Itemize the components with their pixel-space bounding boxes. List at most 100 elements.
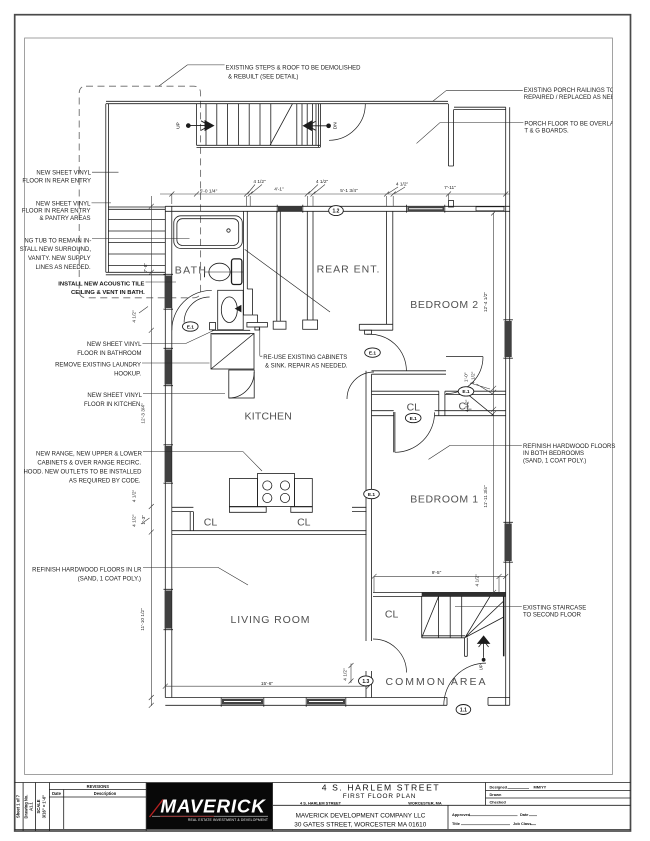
svg-text:& REBUILT (SEE DETAIL): & REBUILT (SEE DETAIL) [228,75,298,81]
svg-text:Title: Title [452,821,461,826]
svg-text:PORCH FLOOR TO BE OVERLAID WIT: PORCH FLOOR TO BE OVERLAID WITH [524,121,636,127]
svg-text:Job Class: Job Class [513,821,531,826]
svg-text:EXISTING STEPS & ROOF TO BE DE: EXISTING STEPS & ROOF TO BE DEMOLISHED [226,65,361,71]
svg-text:Drawing No.: Drawing No. [24,795,29,819]
svg-text:4 1/2": 4 1/2" [132,490,138,503]
svg-text:SCALE: SCALE [36,799,41,813]
svg-text:Designed: Designed [490,784,508,789]
svg-text:REFINISH HARDWOOD FLOORS IN LR: REFINISH HARDWOOD FLOORS IN LR [32,567,142,573]
svg-text:1.1: 1.1 [460,707,467,713]
svg-text:REVISIONS: REVISIONS [87,784,110,789]
svg-text:1'-0": 1'-0" [464,372,470,382]
svg-text:12'-4 1/2": 12'-4 1/2" [483,292,489,313]
svg-text:VANITY. NEW SUPPLY: VANITY. NEW SUPPLY [28,256,91,262]
svg-text:REFINISH HARDWOOD FLOORS: REFINISH HARDWOOD FLOORS [523,444,615,450]
svg-text:CL: CL [458,401,472,413]
svg-text:RE-USE EXISTING CABINETS: RE-USE EXISTING CABINETS [263,355,347,361]
svg-text:7'-11": 7'-11" [444,185,456,191]
svg-text:CL: CL [385,609,399,621]
svg-text:IN BOTH BEDROOMS: IN BOTH BEDROOMS [523,451,584,457]
svg-text:MAVERICK DEVELOPMENT COMPANY L: MAVERICK DEVELOPMENT COMPANY LLC [296,813,426,820]
svg-text:NEW RANGE, NEW UPPER & LOWER: NEW RANGE, NEW UPPER & LOWER [36,452,143,458]
svg-text:15'-6": 15'-6" [261,681,274,687]
svg-text:9'-5": 9'-5" [432,570,442,576]
svg-text:CL: CL [204,517,218,529]
svg-text:5'-0 1/4": 5'-0 1/4" [200,188,218,194]
svg-text:4 1/2": 4 1/2" [464,399,470,412]
svg-text:AS REQUIRED BY CODE.: AS REQUIRED BY CODE. [69,479,141,485]
svg-text:LIVING ROOM: LIVING ROOM [231,614,311,626]
svg-text:Drawn: Drawn [490,792,503,797]
svg-text:Checked: Checked [490,799,507,804]
svg-text:4 1/2": 4 1/2" [253,179,266,185]
svg-text:FLOOR IN REAR ENTRY: FLOOR IN REAR ENTRY [22,179,91,185]
svg-text:KITCHEN: KITCHEN [245,411,293,423]
svg-text:Approved: Approved [452,812,471,817]
svg-text:4 1/2": 4 1/2" [316,179,329,185]
svg-text:Date: Date [52,791,62,796]
svg-text:CL: CL [407,401,421,413]
svg-text:Date: Date [520,812,529,817]
svg-text:4'-1": 4'-1" [274,187,284,193]
svg-text:3/16" = 1'-0": 3/16" = 1'-0" [41,795,46,818]
svg-text:4 1/2": 4 1/2" [475,574,481,587]
svg-text:5'-1 3/4": 5'-1 3/4" [340,188,358,194]
svg-text:4 1/2": 4 1/2" [132,514,138,527]
svg-text:NEW SHEET VINYL: NEW SHEET VINYL [87,393,142,399]
svg-text:EXISTING PORCH RAILINGS TO BE: EXISTING PORCH RAILINGS TO BE [524,88,624,94]
svg-text:STALL NEW SURROUND,: STALL NEW SURROUND, [20,247,92,253]
svg-text:(SAND, 1 COAT POLY.): (SAND, 1 COAT POLY.) [523,458,586,464]
svg-text:4 S. HARLEM STREET: 4 S. HARLEM STREET [322,782,441,792]
svg-text:NEW SHEET VINYL: NEW SHEET VINYL [36,171,91,177]
svg-text:E.1: E.1 [410,416,418,422]
svg-text:FIRST FLOOR PLAN: FIRST FLOOR PLAN [343,793,416,800]
svg-text:LINES AS NEEDED.: LINES AS NEEDED. [36,265,91,271]
svg-text:12'-3 3/4": 12'-3 3/4" [141,403,147,424]
svg-text:E.1: E.1 [369,350,377,356]
svg-text:CEILING & VENT IN BATH.: CEILING & VENT IN BATH. [71,290,145,296]
svg-text:4 1/2": 4 1/2" [132,310,138,323]
svg-text:FLOOR IN KITCHEN.: FLOOR IN KITCHEN. [84,402,142,408]
svg-text:11'-10 1/2": 11'-10 1/2" [140,608,146,631]
svg-text:TO SECOND FLOOR: TO SECOND FLOOR [523,613,582,619]
svg-text:REPAIRED / REPLACED AS NEEDED: REPAIRED / REPLACED AS NEEDED [524,95,628,101]
svg-text:NEW SHEET VINYL: NEW SHEET VINYL [36,201,91,207]
svg-text:E.1: E.1 [187,324,195,330]
svg-text:& SINK. REPAIR AS NEEDED.: & SINK. REPAIR AS NEEDED. [265,364,348,370]
svg-text:NG TUB TO REMAIN IN-: NG TUB TO REMAIN IN- [24,238,91,244]
svg-text:T & G BOARDS.: T & G BOARDS. [524,129,569,135]
svg-text:E.1: E.1 [368,492,376,498]
svg-text:11'-11 3/4": 11'-11 3/4" [483,485,489,507]
svg-text:4 1/2": 4 1/2" [396,182,409,188]
svg-text:CABINETS & OVER RANGE RECIRC.: CABINETS & OVER RANGE RECIRC. [37,461,141,467]
svg-text:1.2: 1.2 [333,209,340,215]
svg-text:1'-3": 1'-3" [141,515,147,525]
svg-text:Description: Description [94,791,117,796]
svg-text:INSTALL NEW ACOUSTIC TILE: INSTALL NEW ACOUSTIC TILE [58,282,144,288]
svg-text:E.1: E.1 [462,389,470,395]
svg-text:4 1/2": 4 1/2" [343,668,349,681]
svg-text:BEDROOM 2: BEDROOM 2 [410,299,478,311]
svg-text:4 1/2": 4 1/2" [471,371,477,384]
svg-text:REAR ENT.: REAR ENT. [317,264,381,276]
svg-text:REAL ESTATE INVESTMENT & DEVEL: REAL ESTATE INVESTMENT & DEVELOPMENT [188,818,268,822]
svg-text:EXISTING STAIRCASE: EXISTING STAIRCASE [523,605,586,611]
svg-text:(SAND, 1 COAT POLY.): (SAND, 1 COAT POLY.) [78,576,141,582]
svg-text:COMMON AREA: COMMON AREA [386,676,488,688]
svg-text:CL: CL [297,517,311,529]
svg-text:REMOVE EXISTING LAUNDRY: REMOVE EXISTING LAUNDRY [55,362,141,368]
svg-text:MAVERICK: MAVERICK [160,796,266,817]
svg-text:HOOKUP.: HOOKUP. [114,371,141,377]
svg-text:4 S. HARLEM STREET: 4 S. HARLEM STREET [300,800,342,805]
svg-text:7'-8": 7'-8" [143,263,149,273]
svg-text:DN: DN [333,122,339,129]
svg-text:Sheet 1 of 7: Sheet 1 of 7 [16,794,21,818]
svg-text:UP: UP [176,122,182,129]
svg-text:WORCESTER, MA: WORCESTER, MA [408,800,442,805]
svg-text:A1.1: A1.1 [28,801,33,810]
svg-text:& PANTRY AREAS: & PANTRY AREAS [39,216,90,222]
svg-text:30 GATES STREET, WORCESTER MA: 30 GATES STREET, WORCESTER MA 01610 [294,822,426,829]
svg-text:FLOOR IN REAR ENTRY: FLOOR IN REAR ENTRY [22,209,91,215]
svg-text:MM/YY: MM/YY [534,784,547,789]
svg-text:HOOD. NEW OUTLETS TO BE INSTAL: HOOD. NEW OUTLETS TO BE INSTALLED [23,470,142,476]
